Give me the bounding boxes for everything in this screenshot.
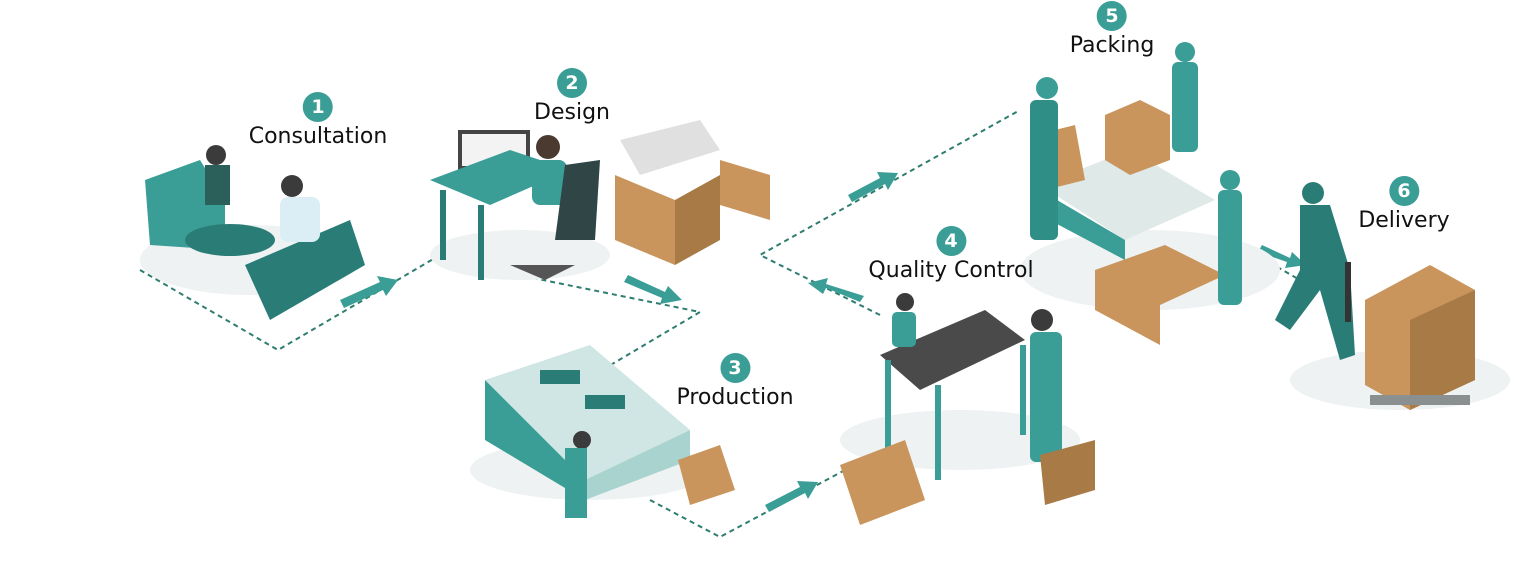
step-consultation: 1 Consultation [248, 92, 388, 149]
arrow-icon [848, 172, 898, 202]
quality-control-scene [840, 293, 1095, 525]
step-label: Design [534, 100, 610, 125]
design-scene [430, 120, 770, 280]
step-number-badge: 4 [935, 226, 966, 256]
step-label: Packing [1069, 33, 1155, 58]
step-quality-control: 4 Quality Control [868, 226, 1034, 283]
arrow-icon [1258, 245, 1306, 268]
step-number-badge: 3 [719, 353, 750, 383]
step-label: Delivery [1358, 208, 1450, 233]
delivery-scene [1275, 182, 1510, 410]
step-number-badge: 1 [303, 92, 333, 122]
consultation-scene [140, 145, 365, 320]
step-production: 3 Production [676, 353, 794, 410]
step-number-badge: 6 [1388, 176, 1419, 206]
flow-arrows [340, 172, 1306, 512]
step-delivery: 6 Delivery [1358, 176, 1450, 233]
step-number-badge: 2 [557, 68, 587, 98]
step-label: Consultation [248, 124, 388, 149]
arrow-icon [808, 278, 864, 302]
step-packing: 5 Packing [1069, 1, 1155, 58]
step-design: 2 Design [534, 68, 610, 125]
step-label: Quality Control [868, 258, 1034, 283]
step-label: Production [676, 385, 794, 410]
packing-scene [1020, 42, 1280, 345]
arrow-icon [765, 481, 818, 512]
production-scene [470, 345, 735, 518]
arrow-icon [624, 275, 682, 304]
arrow-icon [340, 276, 398, 308]
step-number-badge: 5 [1097, 1, 1127, 31]
